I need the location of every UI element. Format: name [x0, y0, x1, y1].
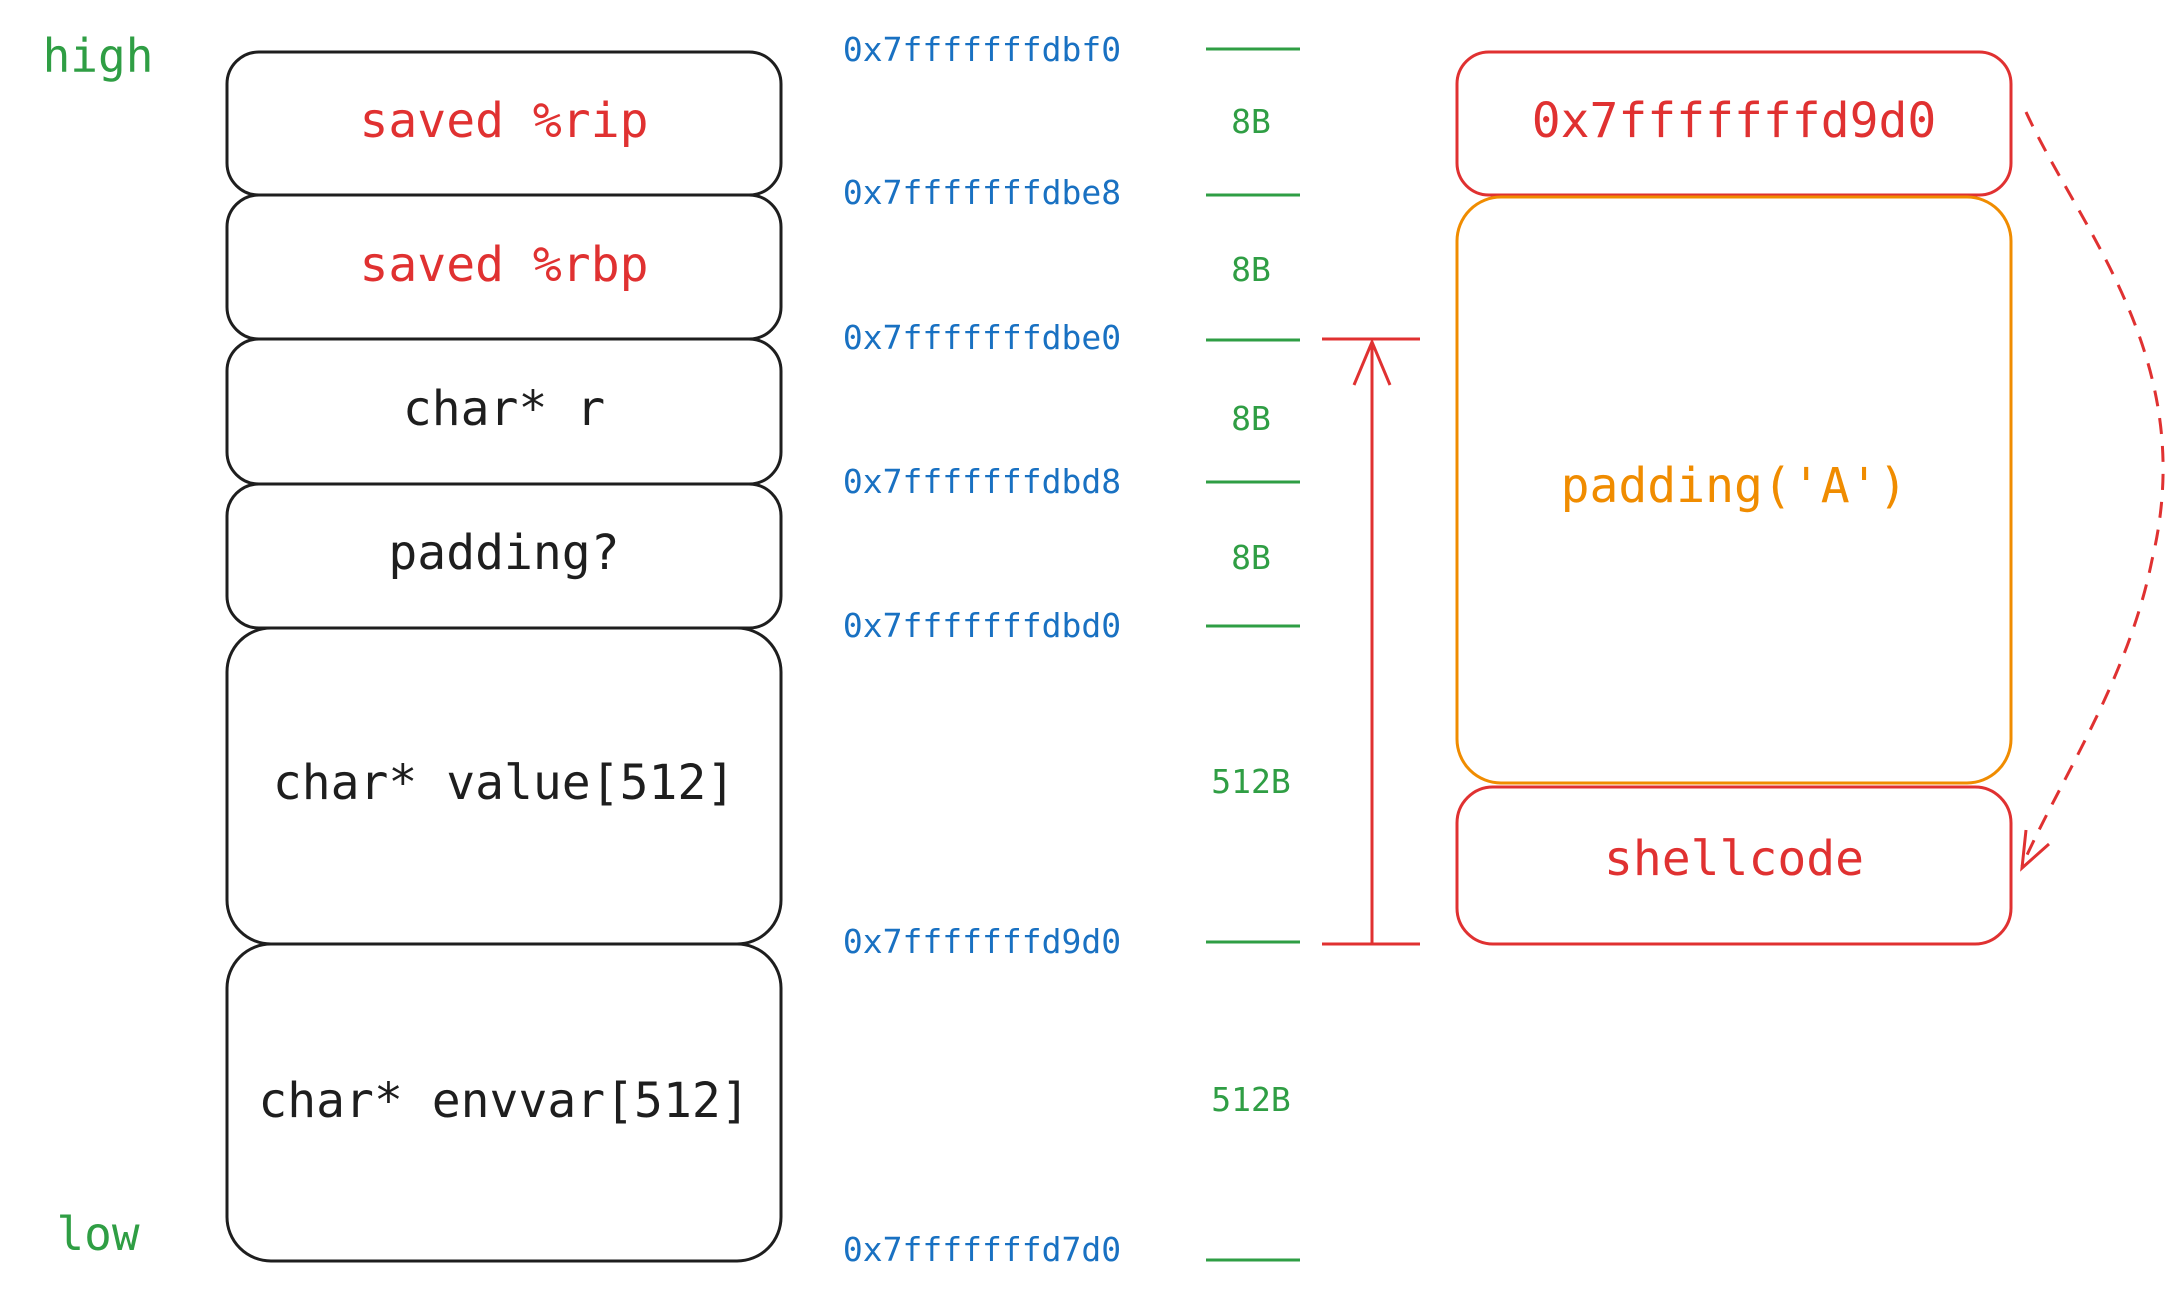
saved-rip-label: saved %rip: [360, 93, 649, 149]
shellcode-box: [1455, 785, 2013, 946]
address-column: 0x7fffffffdbf0 0x7fffffffdbe8 0x7fffffff…: [843, 30, 1121, 1269]
char-r-label: char* r: [403, 381, 605, 437]
high-label: high: [43, 29, 154, 83]
address-label: 0x7fffffffdbd8: [843, 462, 1121, 501]
overflow-span-marker: [1322, 337, 1420, 946]
address-label: 0x7fffffffd7d0: [843, 1230, 1121, 1269]
address-label: 0x7fffffffdbe8: [843, 173, 1121, 212]
size-column: 8B 8B 8B 8B 512B 512B: [1211, 102, 1290, 1119]
saved-rbp-label: saved %rbp: [360, 237, 649, 293]
size-label: 8B: [1231, 538, 1271, 577]
span-arrow-head: [1352, 338, 1392, 386]
address-label: 0x7fffffffdbe0: [843, 318, 1121, 357]
padding-fill-box: [1455, 195, 2013, 785]
size-label: 8B: [1231, 399, 1271, 438]
stack-column: saved %rip saved %rbp char* r padding? c…: [225, 50, 783, 1263]
payload-column: 0x7fffffffd9d0 padding('A') shellcode: [1455, 50, 2013, 946]
low-label: low: [56, 1207, 139, 1261]
size-label: 512B: [1211, 762, 1290, 801]
padding-fill-label: padding('A'): [1561, 458, 1908, 514]
address-label: 0x7fffffffdbd0: [843, 606, 1121, 645]
jump-arrow-curve: [2020, 111, 2165, 867]
return-address-box: [1455, 50, 2013, 197]
boundary-ticks: [1206, 47, 1300, 1262]
jump-arrow: [2020, 111, 2165, 872]
address-label: 0x7fffffffd9d0: [843, 922, 1121, 961]
value-buffer-label: char* value[512]: [273, 755, 735, 811]
jump-arrow-head: [2020, 829, 2050, 872]
shellcode-label: shellcode: [1604, 831, 1864, 887]
return-address-label: 0x7fffffffd9d0: [1532, 93, 1937, 149]
address-label: 0x7fffffffdbf0: [843, 30, 1121, 69]
size-label: 512B: [1211, 1080, 1290, 1119]
size-label: 8B: [1231, 250, 1271, 289]
envvar-buffer-box: [225, 942, 783, 1263]
envvar-buffer-label: char* envvar[512]: [258, 1073, 749, 1129]
size-label: 8B: [1231, 102, 1271, 141]
padding-label: padding?: [388, 525, 619, 581]
